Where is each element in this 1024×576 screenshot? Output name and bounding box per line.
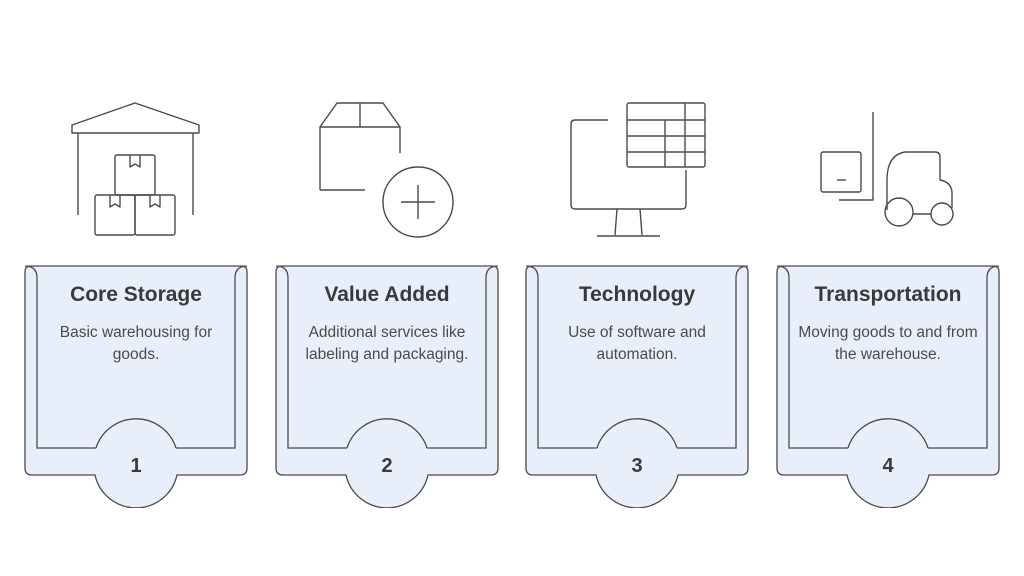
card-description: Moving goods to and from the warehouse. <box>798 324 978 363</box>
forklift-icon <box>820 112 954 227</box>
card-description: Basic warehousing for goods. <box>59 324 213 363</box>
card-frame <box>24 265 248 508</box>
step-card-2: Value Added Additional services like lab… <box>274 262 500 508</box>
step-number: 4 <box>882 455 894 477</box>
computer-spreadsheet-icon <box>570 102 706 237</box>
box-plus-icon <box>319 102 454 238</box>
card-description: Additional services like labeling and pa… <box>305 324 469 363</box>
card-description: Use of software and automation. <box>568 324 706 363</box>
card-frame <box>525 265 749 508</box>
card-title: Technology <box>578 283 696 306</box>
step-number: 2 <box>381 455 393 477</box>
step-card-3: Technology Use of software and automatio… <box>524 262 750 508</box>
step-card-1: Core Storage Basic warehousing for goods… <box>23 262 249 508</box>
step-number: 3 <box>631 455 643 477</box>
card-title: Value Added <box>324 283 450 306</box>
warehouse-icon <box>71 102 200 236</box>
card-frame <box>275 265 499 508</box>
step-card-4: Transportation Moving goods to and from … <box>775 262 1001 508</box>
card-frame <box>776 265 1000 508</box>
card-title: Transportation <box>814 283 962 306</box>
step-number: 1 <box>130 455 142 477</box>
card-title: Core Storage <box>70 283 202 306</box>
